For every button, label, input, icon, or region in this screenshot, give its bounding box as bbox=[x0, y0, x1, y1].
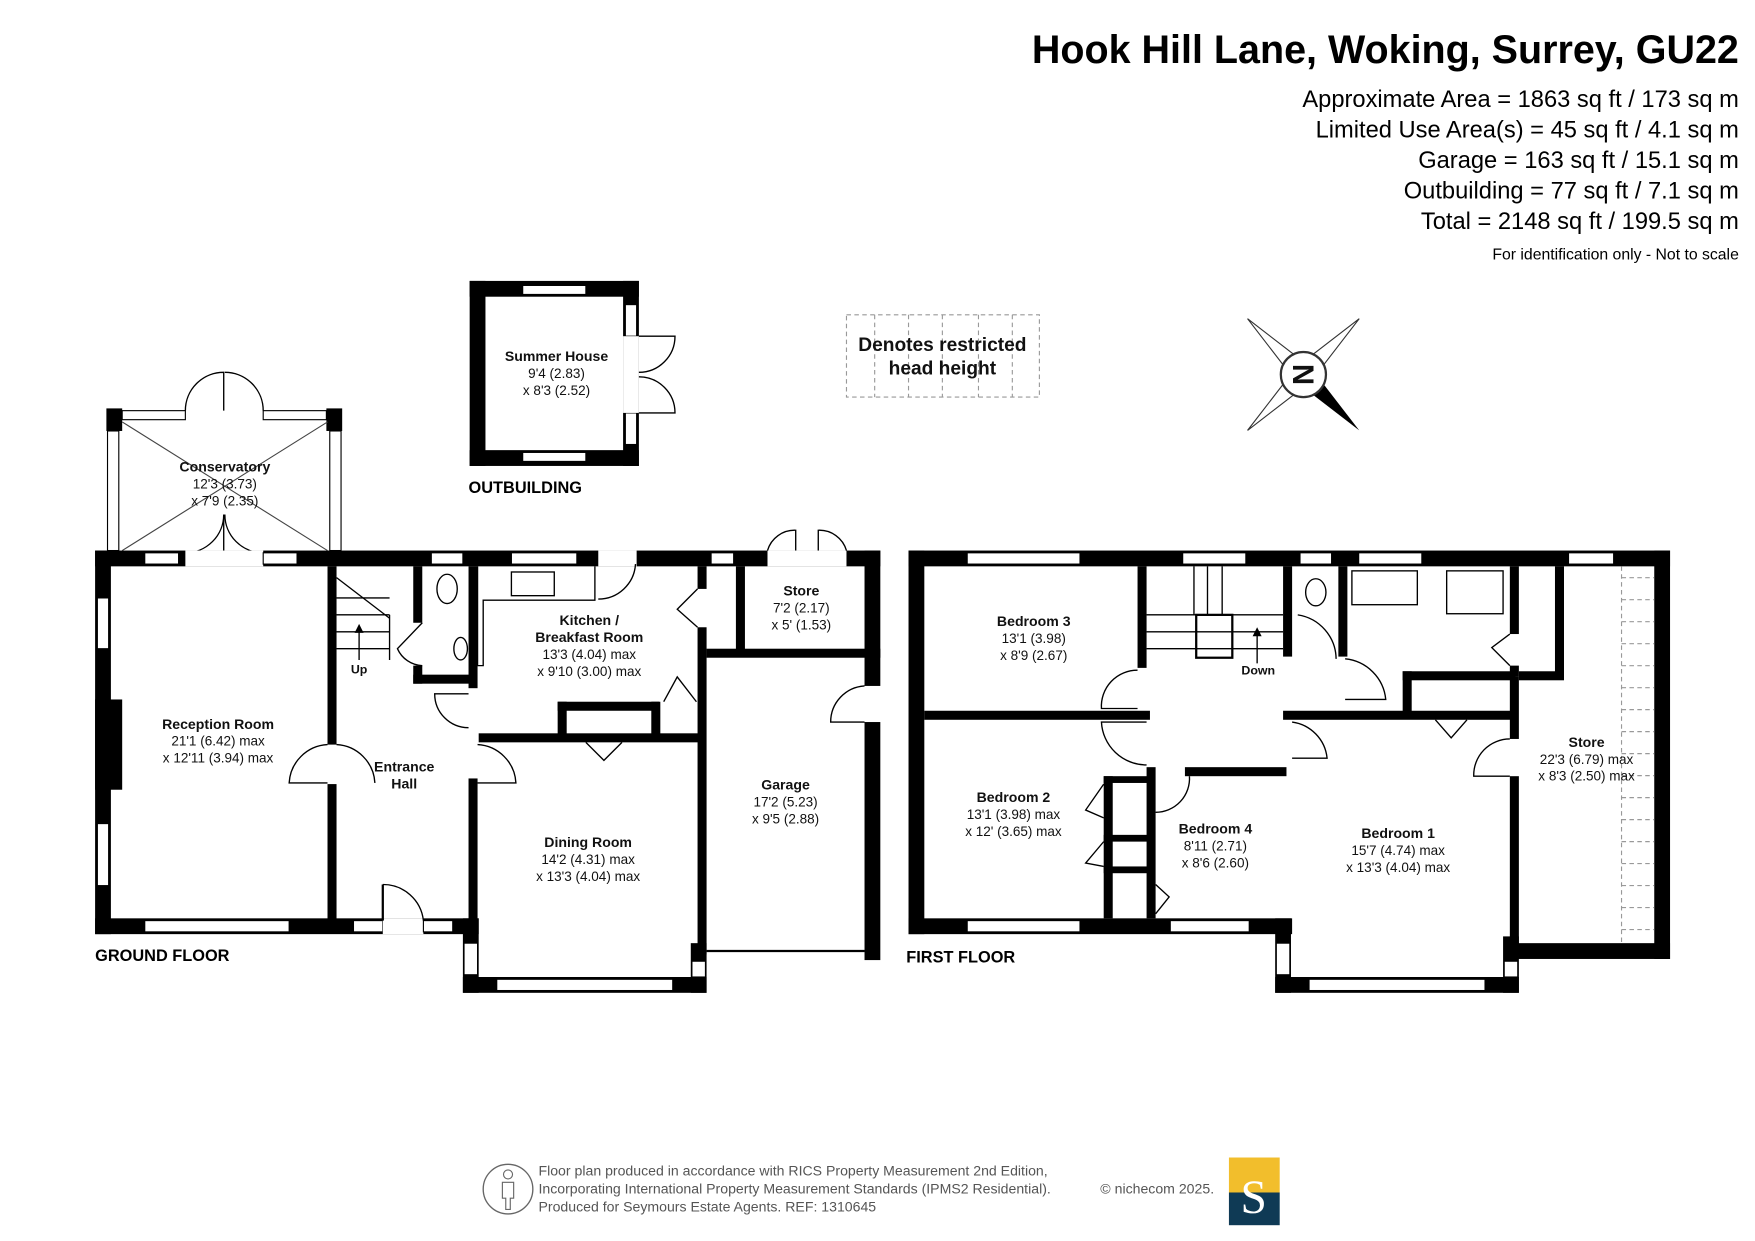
room-dim: 13'1 (3.98) bbox=[1002, 631, 1066, 646]
room-dim: x 5' (1.53) bbox=[772, 618, 832, 633]
room-name-kitchen-2: Breakfast Room bbox=[535, 629, 643, 645]
room-name-dining: Dining Room bbox=[544, 834, 632, 850]
room-dim: 8'11 (2.71) bbox=[1184, 839, 1247, 854]
room-dim: 9'4 (2.83) bbox=[528, 366, 585, 381]
outbuilding-area: Outbuilding = 77 sq ft / 7.1 sq m bbox=[1404, 179, 1739, 205]
room-dim: x 9'5 (2.88) bbox=[752, 812, 819, 827]
footer-line-2: Incorporating International Property Mea… bbox=[538, 1181, 1050, 1197]
room-name-first-store: Store bbox=[1569, 734, 1605, 750]
approximate-area: Approximate Area = 1863 sq ft / 173 sq m bbox=[1302, 87, 1739, 113]
room-name-garage: Garage bbox=[761, 777, 810, 793]
room-dim: x 8'6 (2.60) bbox=[1182, 856, 1249, 871]
seymours-logo: S bbox=[1228, 1157, 1280, 1226]
room-dim: 21'1 (6.42) max bbox=[171, 734, 265, 749]
room-dim: 12'3 (3.73) bbox=[193, 477, 257, 492]
outbuilding-plan: Summer House 9'4 (2.83) x 8'3 (2.52) bbox=[469, 280, 676, 466]
garage-area: Garage = 163 sq ft / 15.1 sq m bbox=[1418, 148, 1739, 174]
room-dim: 7'2 (2.17) bbox=[773, 601, 830, 616]
room-name-conservatory: Conservatory bbox=[179, 459, 270, 475]
legend-text-1: Denotes restricted bbox=[858, 335, 1026, 356]
scale-note: For identification only - Not to scale bbox=[1492, 246, 1739, 263]
person-icon bbox=[482, 1163, 534, 1215]
room-dim: x 13'3 (4.04) max bbox=[536, 869, 640, 884]
total-area: Total = 2148 sq ft / 199.5 sq m bbox=[1421, 209, 1739, 235]
legend-text-2: head height bbox=[889, 359, 997, 380]
room-dim: x 7'9 (2.35) bbox=[191, 493, 258, 508]
property-title: Hook Hill Lane, Woking, Surrey, GU22 bbox=[1032, 28, 1739, 72]
stairs-down-label: Down bbox=[1241, 664, 1275, 678]
first-floor-plan: Down Bedroom 3 13'1 (3.98) x 8'9 (2.67) … bbox=[908, 550, 1671, 993]
room-name-bedroom-3: Bedroom 3 bbox=[997, 613, 1071, 629]
compass-label: N bbox=[1288, 364, 1321, 385]
room-dim: x 8'9 (2.67) bbox=[1000, 648, 1067, 663]
footer-line-1: Floor plan produced in accordance with R… bbox=[538, 1163, 1047, 1179]
room-name-entrance-hall: Entrance bbox=[374, 759, 434, 775]
room-name-store: Store bbox=[783, 583, 819, 599]
room-dim: 14'2 (4.31) max bbox=[541, 852, 635, 867]
limited-use-area: Limited Use Area(s) = 45 sq ft / 4.1 sq … bbox=[1316, 118, 1739, 144]
ground-floor-label: GROUND FLOOR bbox=[95, 947, 230, 965]
room-name-kitchen: Kitchen / bbox=[559, 612, 619, 628]
logo-letter: S bbox=[1241, 1172, 1267, 1224]
room-name-bedroom-4: Bedroom 4 bbox=[1179, 821, 1253, 837]
stairs-up-label: Up bbox=[351, 663, 368, 677]
compass-north-icon: N bbox=[1247, 318, 1360, 431]
room-dim: x 8'3 (2.50) max bbox=[1538, 769, 1635, 784]
room-dim: x 12' (3.65) max bbox=[965, 824, 1062, 839]
restricted-height-legend: Denotes restricted head height bbox=[845, 314, 1040, 398]
footer-line-3: Produced for Seymours Estate Agents. REF… bbox=[538, 1199, 876, 1215]
room-dim: 17'2 (5.23) bbox=[753, 795, 817, 810]
ground-floor-plan: Up Conservatory 12'3 ( bbox=[95, 371, 881, 993]
room-dim: 15'7 (4.74) max bbox=[1351, 843, 1445, 858]
room-dim: 22'3 (6.79) max bbox=[1540, 752, 1634, 767]
footer: Floor plan produced in accordance with R… bbox=[482, 1157, 1280, 1226]
room-name-bedroom-2: Bedroom 2 bbox=[977, 789, 1051, 805]
room-name-reception: Reception Room bbox=[162, 716, 274, 732]
room-name-bedroom-1: Bedroom 1 bbox=[1361, 825, 1435, 841]
room-dim: 13'3 (4.04) max bbox=[543, 647, 637, 662]
copyright: © nichecom 2025. bbox=[1100, 1181, 1214, 1197]
outbuilding-label: OUTBUILDING bbox=[469, 479, 582, 497]
first-floor-label: FIRST FLOOR bbox=[906, 948, 1015, 966]
room-dim: x 8'3 (2.52) bbox=[523, 383, 590, 398]
room-dim: x 9'10 (3.00) max bbox=[537, 664, 641, 679]
room-dim: x 12'11 (3.94) max bbox=[163, 751, 274, 766]
room-dim: x 13'3 (4.04) max bbox=[1346, 860, 1450, 875]
room-name-summer-house: Summer House bbox=[505, 348, 609, 364]
room-dim: 13'1 (3.98) max bbox=[967, 807, 1061, 822]
room-name-entrance-hall-2: Hall bbox=[391, 776, 417, 792]
